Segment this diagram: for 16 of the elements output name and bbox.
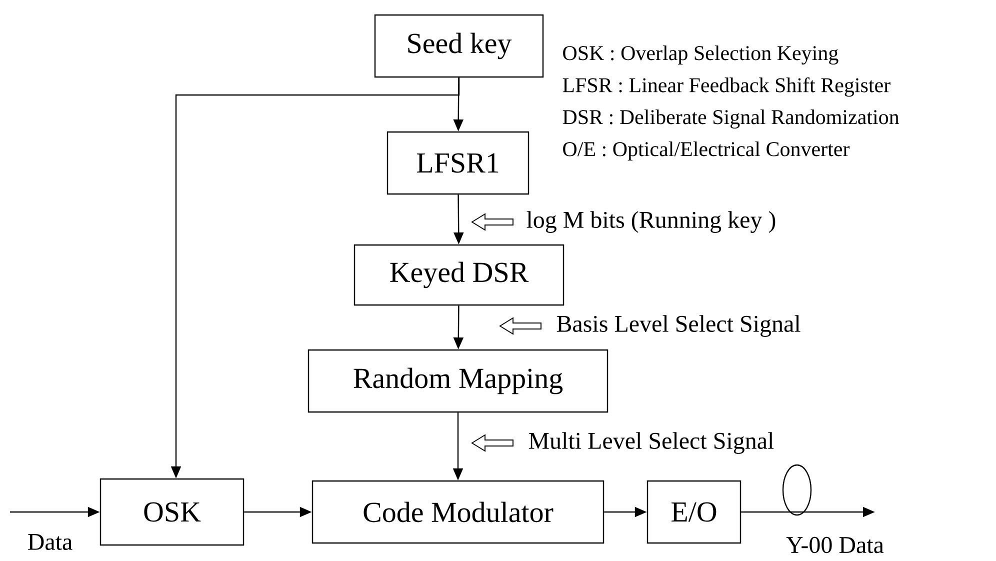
process-box: Code Modulator bbox=[312, 480, 604, 544]
process-box: Keyed DSR bbox=[354, 244, 564, 306]
edge-label: log M bits (Running key ) bbox=[526, 211, 776, 233]
process-box: OSK bbox=[100, 478, 244, 546]
process-box: E/O bbox=[646, 480, 742, 544]
process-box: LFSR1 bbox=[386, 131, 530, 195]
edge-label: Data bbox=[28, 534, 72, 550]
edge-label: Multi Level Select Signal bbox=[528, 432, 774, 454]
note-text: OSK : Overlap Selection Keying bbox=[563, 45, 838, 65]
edge-label: Y-00 Data bbox=[786, 536, 884, 554]
note-text: DSR : Deliberate Signal Randomization bbox=[562, 109, 900, 129]
process-box: Seed key bbox=[374, 14, 544, 78]
note-text: O/E : Optical/Electrical Converter bbox=[563, 141, 850, 161]
edge-label: Basis Level Select Signal bbox=[556, 315, 800, 337]
process-box: Random Mapping bbox=[308, 349, 608, 413]
note-text: LFSR : Linear Feedback Shift Register bbox=[562, 77, 890, 97]
